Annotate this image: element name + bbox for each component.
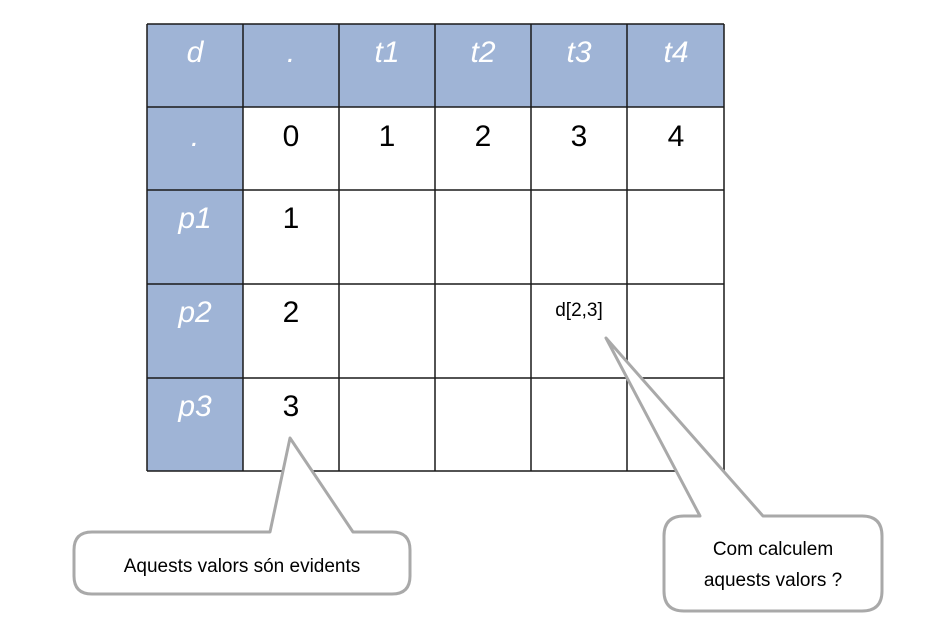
header-column-shade bbox=[147, 107, 243, 471]
row-header: p3 bbox=[177, 390, 212, 423]
target-cell-label: d[2,3] bbox=[555, 300, 603, 321]
table-cell: 3 bbox=[283, 390, 300, 423]
table-grid bbox=[146, 23, 725, 472]
callout-left bbox=[72, 436, 412, 596]
callout-right-text-line2: aquests valors ? bbox=[704, 570, 842, 591]
table-cell: 3 bbox=[571, 120, 588, 153]
row-header: . bbox=[191, 120, 199, 153]
row-header: p1 bbox=[177, 202, 211, 235]
table-cell: 0 bbox=[283, 120, 300, 153]
column-header: t1 bbox=[374, 36, 399, 69]
callout-right-text-line1: Com calculem bbox=[713, 539, 833, 560]
callout-left-text: Aquests valors són evidents bbox=[124, 556, 361, 577]
column-header: . bbox=[287, 36, 295, 69]
column-header: t4 bbox=[663, 36, 688, 69]
table-cell: 4 bbox=[668, 120, 685, 153]
table-corner-label: d bbox=[187, 36, 205, 69]
callout-right bbox=[604, 336, 884, 613]
column-header: t3 bbox=[566, 36, 591, 69]
table-cell: 1 bbox=[379, 120, 396, 153]
table-cell: 2 bbox=[283, 296, 300, 329]
table-cell: 1 bbox=[283, 202, 300, 235]
table-cell: 2 bbox=[475, 120, 492, 153]
column-header: t2 bbox=[470, 36, 495, 69]
row-header: p2 bbox=[177, 296, 212, 329]
